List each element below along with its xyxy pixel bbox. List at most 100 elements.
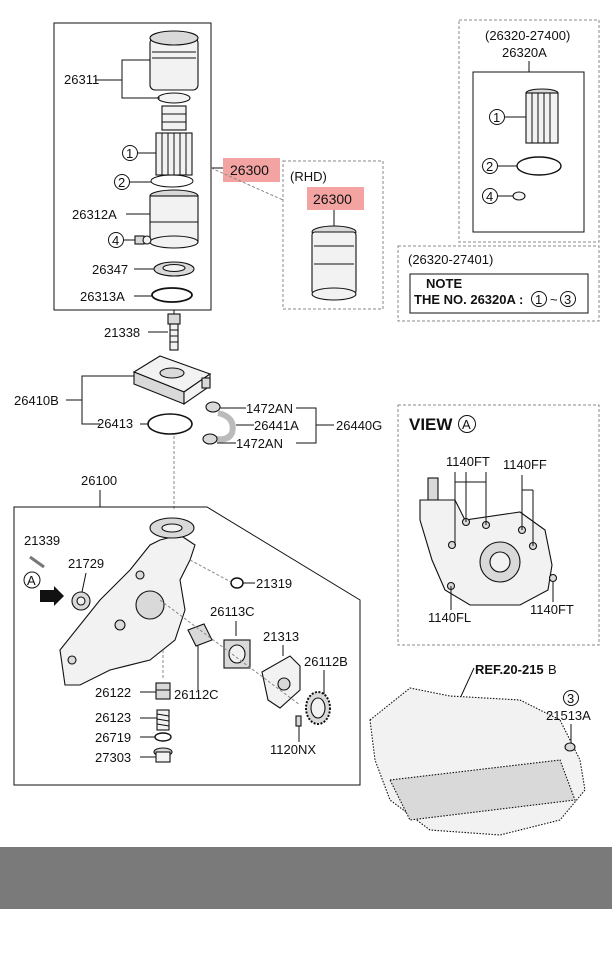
rotor-26113C-part bbox=[223, 639, 251, 669]
note-title: NOTE bbox=[426, 276, 462, 291]
callout-4: 4 bbox=[112, 233, 119, 248]
note-text: THE NO. 26320A : bbox=[414, 292, 523, 307]
note-callout-1: 1 bbox=[535, 292, 542, 307]
label-26112C: 26112C bbox=[174, 687, 219, 702]
ref-suffix: B bbox=[548, 662, 557, 677]
callout-circle-4 bbox=[108, 232, 124, 248]
label-26300-rhd: 26300 bbox=[313, 191, 352, 207]
label-26413: 26413 bbox=[97, 416, 133, 431]
filter-rhd-part bbox=[311, 225, 357, 301]
oil-cooler-part bbox=[132, 355, 212, 406]
plug-27303-part bbox=[153, 747, 173, 763]
kit-frame-inner bbox=[472, 71, 585, 233]
label-1140FT-a: 1140FT bbox=[446, 454, 490, 469]
view-frame bbox=[397, 404, 600, 646]
label-26313A: 26313A bbox=[80, 289, 125, 304]
hose-clamp-top-part bbox=[205, 401, 221, 413]
note-callout-circle-3 bbox=[560, 291, 576, 307]
label-26123: 26123 bbox=[95, 710, 131, 725]
note-frame bbox=[397, 245, 600, 322]
label-26112B: 26112B bbox=[304, 654, 348, 669]
label-21319: 21319 bbox=[256, 576, 292, 591]
seal-21729-inner bbox=[76, 596, 86, 606]
view-arrow bbox=[40, 586, 64, 606]
filter-housing-part bbox=[149, 189, 199, 249]
rotor-26112C-part bbox=[187, 623, 213, 647]
pin-1120NX-part bbox=[295, 715, 302, 727]
kit-callout-1: 1 bbox=[493, 110, 500, 125]
cover-21313-part bbox=[261, 655, 301, 709]
rhd-label: (RHD) bbox=[290, 169, 327, 184]
label-21513A: 21513A bbox=[546, 708, 591, 723]
seal-26347-inner bbox=[162, 263, 186, 273]
label-27303: 27303 bbox=[95, 750, 131, 765]
drain-plug-21513A-part bbox=[564, 742, 576, 752]
label-21338: 21338 bbox=[104, 325, 140, 340]
footer-text: HYUNDAI KIA - 2631027420 N - 26300 bbox=[108, 928, 516, 951]
view-letter: A bbox=[462, 417, 471, 432]
oil-pan-part bbox=[369, 687, 586, 836]
kit-element-part bbox=[525, 88, 559, 144]
label-26122: 26122 bbox=[95, 685, 131, 700]
o-ring-21319-part bbox=[230, 577, 244, 589]
view-title: VIEW bbox=[409, 415, 453, 434]
footer-bar: HYUNDAI KIA - 2631027420 N - 26300 bbox=[0, 847, 612, 951]
kit-code: (26320-27400) bbox=[485, 28, 570, 43]
kit-callout-circle-4 bbox=[482, 188, 498, 204]
highlight-26300 bbox=[223, 158, 280, 182]
kit-callout-4: 4 bbox=[486, 189, 493, 204]
washer-26719-part bbox=[154, 732, 172, 742]
callout-circle-1 bbox=[122, 145, 138, 161]
label-26311: 26311 bbox=[64, 72, 99, 87]
hose-26441A-part bbox=[215, 410, 236, 443]
spring-26123-part bbox=[156, 709, 170, 731]
kit-o-ring-part bbox=[516, 156, 562, 176]
note-code: (26320-27401) bbox=[408, 252, 493, 267]
note-callout-3: 3 bbox=[564, 292, 571, 307]
kit-callout-2: 2 bbox=[486, 159, 493, 174]
parts-diagram: 26311 1 2 26300 26312A 4 26347 bbox=[13, 19, 600, 836]
view-pump-part bbox=[419, 477, 558, 606]
ref-label: REF.20-215 bbox=[475, 662, 544, 677]
label-26441A: 26441A bbox=[254, 418, 299, 433]
label-1472AN-bottom: 1472AN bbox=[236, 436, 283, 451]
hose-clamp-bottom-part bbox=[202, 433, 218, 445]
kit-washer-part bbox=[512, 191, 526, 201]
label-21339: 21339 bbox=[24, 533, 60, 548]
label-26347: 26347 bbox=[92, 262, 128, 277]
arrow-letter: A bbox=[27, 573, 36, 588]
callout-2: 2 bbox=[118, 175, 125, 190]
kit-frame-outer bbox=[458, 19, 600, 243]
label-26719: 26719 bbox=[95, 730, 131, 745]
callout-1: 1 bbox=[126, 146, 133, 161]
label-1120NX: 1120NX bbox=[270, 742, 316, 757]
gasket-26413-part bbox=[147, 413, 193, 435]
pan-callout-circle-3 bbox=[563, 690, 579, 706]
label-21313: 21313 bbox=[263, 629, 299, 644]
drain-bolt-part bbox=[134, 235, 152, 245]
label-26312A: 26312A bbox=[72, 207, 117, 222]
label-26100: 26100 bbox=[81, 473, 117, 488]
o-ring-part bbox=[150, 174, 194, 188]
label-26410B: 26410B bbox=[14, 393, 59, 408]
pump-group-frame bbox=[13, 506, 361, 786]
view-letter-circle bbox=[458, 415, 476, 433]
label-1140FF: 1140FF bbox=[503, 457, 547, 472]
label-1472AN-top: 1472AN bbox=[246, 401, 293, 416]
plug-26122-part bbox=[155, 682, 171, 700]
kit-callout-circle-1 bbox=[489, 109, 505, 125]
label-26440G: 26440G bbox=[336, 418, 382, 433]
callout-circle-2 bbox=[114, 174, 130, 190]
gear-26112B-part bbox=[305, 691, 331, 725]
filter-group-frame bbox=[53, 22, 212, 311]
highlight-26300-rhd bbox=[307, 187, 364, 210]
center-bolt-part bbox=[167, 313, 181, 351]
label-1140FT-b: 1140FT bbox=[530, 602, 574, 617]
kit-part: 26320A bbox=[502, 45, 547, 60]
gasket-26313A-part bbox=[151, 287, 193, 303]
kit-callout-circle-2 bbox=[482, 158, 498, 174]
pan-callout-3: 3 bbox=[567, 691, 574, 706]
arrow-letter-circle bbox=[23, 571, 41, 589]
filter-element-part bbox=[155, 105, 193, 176]
label-1140FL: 1140FL bbox=[428, 610, 471, 625]
